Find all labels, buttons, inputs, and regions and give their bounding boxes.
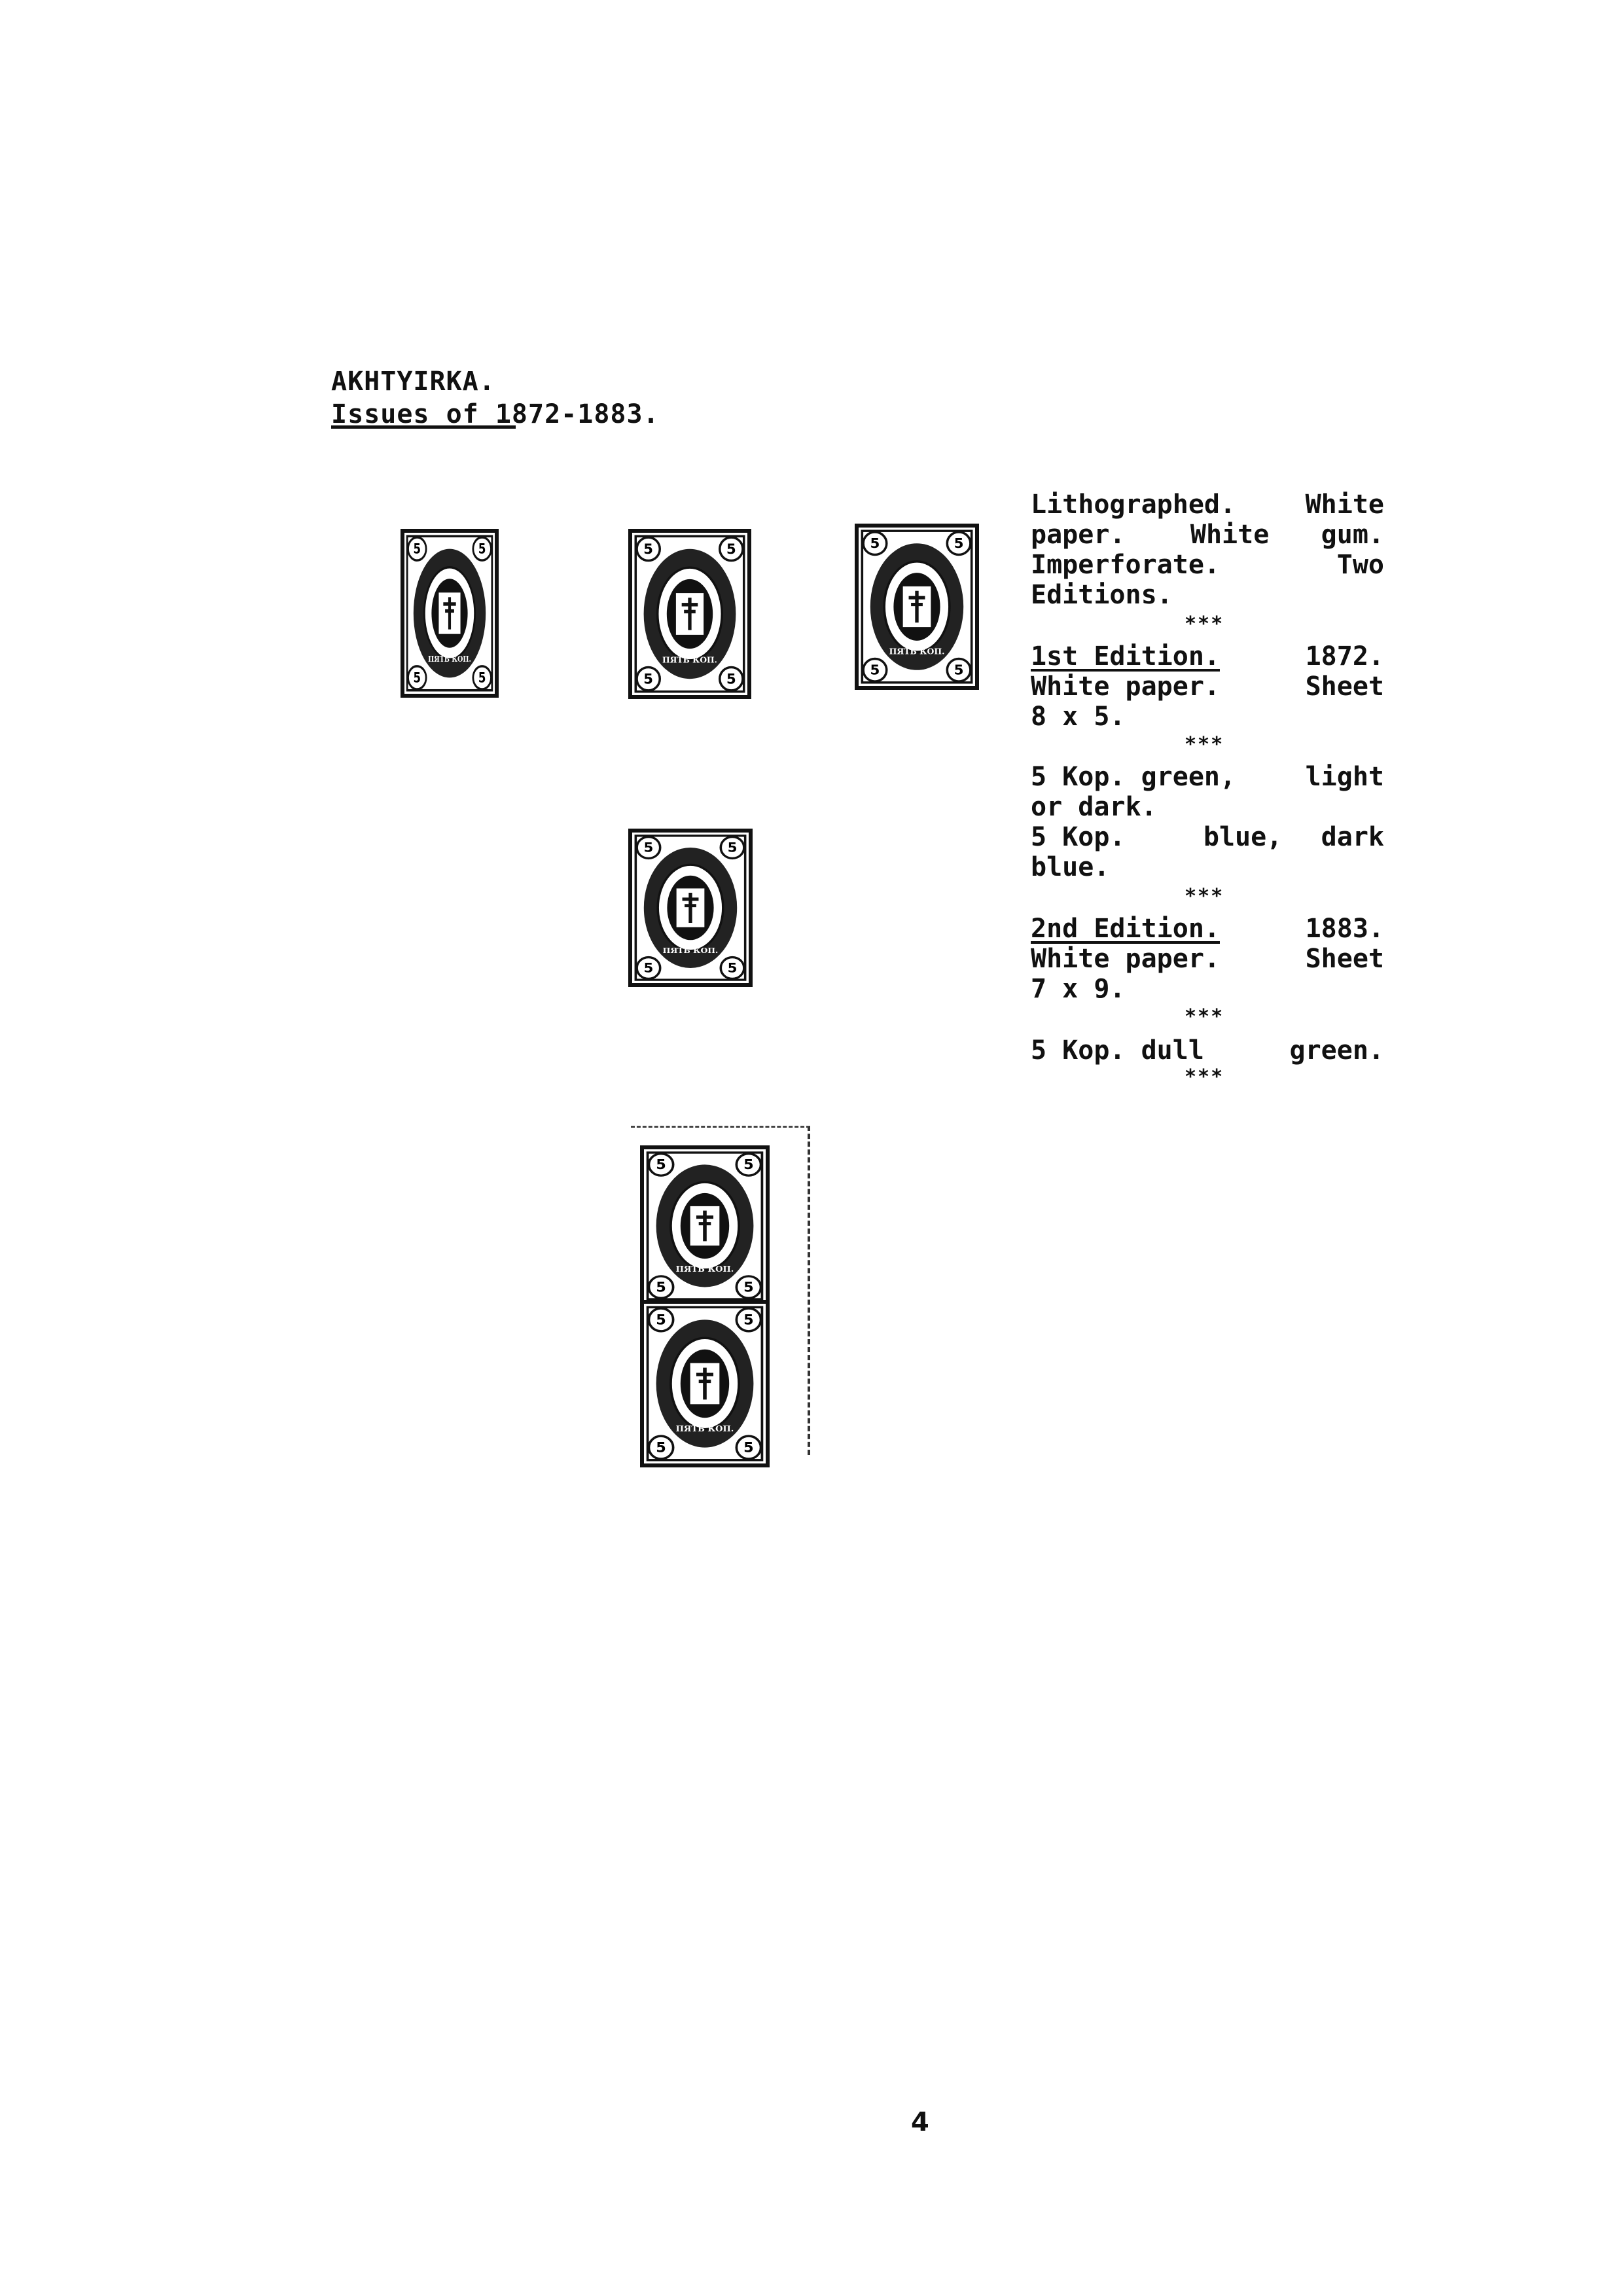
svg-text:5: 5 [728,960,738,975]
stamp-image: 5 5 5 5 ПЯТЬ КОП. [640,1300,770,1467]
svg-text:ПЯТЬ КОП.: ПЯТЬ КОП. [662,655,717,664]
text: White [1305,490,1384,520]
svg-text:5: 5 [414,541,421,557]
svg-text:5: 5 [870,662,880,678]
svg-text:5: 5 [643,840,653,855]
sheet-margin [631,1126,810,1455]
svg-text:5: 5 [954,662,964,678]
page-subtitle: Issues of 1872-1883. [331,399,660,429]
values-1-block: 5 Kop. green, light or dark. 5 Kop. blue, d… [1031,762,1384,882]
svg-text:5: 5 [743,1312,754,1328]
svg-text:5: 5 [726,670,736,687]
svg-text:5: 5 [656,1280,666,1295]
text: Imperforate. [1031,550,1220,580]
edition-1-label: 1st Edition. [1031,641,1220,672]
edition-2-year: 1883. [1305,914,1384,944]
separator-stars: *** [1185,1005,1224,1028]
svg-text:5: 5 [478,670,486,686]
text: Editions. [1031,580,1173,610]
svg-text:5: 5 [726,541,736,557]
text: blue. [1031,852,1110,882]
svg-text:5: 5 [743,1280,754,1295]
edition-1-year: 1872. [1305,641,1384,672]
edition-1-sheet: Sheet [1305,672,1384,702]
text: 5 Kop. [1031,822,1126,852]
text: White [1190,520,1270,550]
svg-text:5: 5 [728,840,738,855]
title-underline [331,425,516,429]
text: Two [1336,550,1384,580]
svg-text:5: 5 [478,541,486,557]
svg-text:ПЯТЬ КОП.: ПЯТЬ КОП. [676,1265,734,1274]
edition-1-block: 1st Edition. 1872. White paper. Sheet 8 x … [1031,641,1384,732]
text: gum. [1321,520,1384,550]
stamp-image: 5 5 5 5 ПЯТЬ КОП. [628,829,753,987]
svg-text:5: 5 [743,1157,754,1173]
values-2-block: 5 Kop. dull green. [1031,1035,1384,1066]
svg-text:5: 5 [643,541,653,557]
page-number: 4 [911,2108,929,2138]
svg-text:5: 5 [954,535,964,551]
edition-2-label: 2nd Edition. [1031,914,1220,944]
text: light [1305,762,1384,792]
edition-1-size: 8 x 5. [1031,702,1126,732]
stamp-image: 5 5 5 5 ПЯТЬ КОП. [855,524,979,690]
svg-text:5: 5 [870,535,880,551]
text: 5 Kop. dull [1031,1035,1204,1066]
edition-2-paper: White paper. [1031,944,1220,974]
text: 5 Kop. green, [1031,762,1236,792]
svg-text:5: 5 [643,670,653,687]
text: blue, [1203,822,1283,852]
edition-2-size: 7 x 9. [1031,974,1126,1004]
text: Lithographed. [1031,490,1236,520]
edition-2-block: 2nd Edition. 1883. White paper. Sheet 7 x … [1031,914,1384,1004]
separator-stars: *** [1185,1066,1224,1088]
svg-text:5: 5 [414,670,421,686]
separator-stars: *** [1185,733,1224,756]
page-title: AKHTYIRKA. [331,367,495,397]
edition-2-sheet: Sheet [1305,944,1384,974]
svg-text:5: 5 [643,960,653,975]
svg-text:5: 5 [656,1157,666,1173]
svg-text:5: 5 [656,1312,666,1328]
edition-1-paper: White paper. [1031,672,1220,702]
stamp-image: 5 5 5 5 ПЯТЬ КОП. [640,1145,770,1306]
svg-text:5: 5 [743,1440,754,1456]
separator-stars: *** [1185,885,1224,908]
text: or dark. [1031,792,1157,822]
separator-stars: *** [1185,613,1224,636]
stamp-image: 5 5 5 5 ПЯТЬ КОП. [628,529,751,699]
text: paper. [1031,520,1126,550]
svg-text:ПЯТЬ КОП.: ПЯТЬ КОП. [428,655,471,664]
text: green. [1289,1035,1385,1066]
svg-text:ПЯТЬ КОП.: ПЯТЬ КОП. [663,946,719,954]
svg-text:ПЯТЬ КОП.: ПЯТЬ КОП. [889,647,945,656]
svg-text:5: 5 [656,1440,666,1456]
stamp-image: 5 5 5 5 ПЯТЬ КОП. [401,529,499,698]
text: dark [1321,822,1384,852]
svg-text:ПЯТЬ КОП.: ПЯТЬ КОП. [676,1424,734,1434]
